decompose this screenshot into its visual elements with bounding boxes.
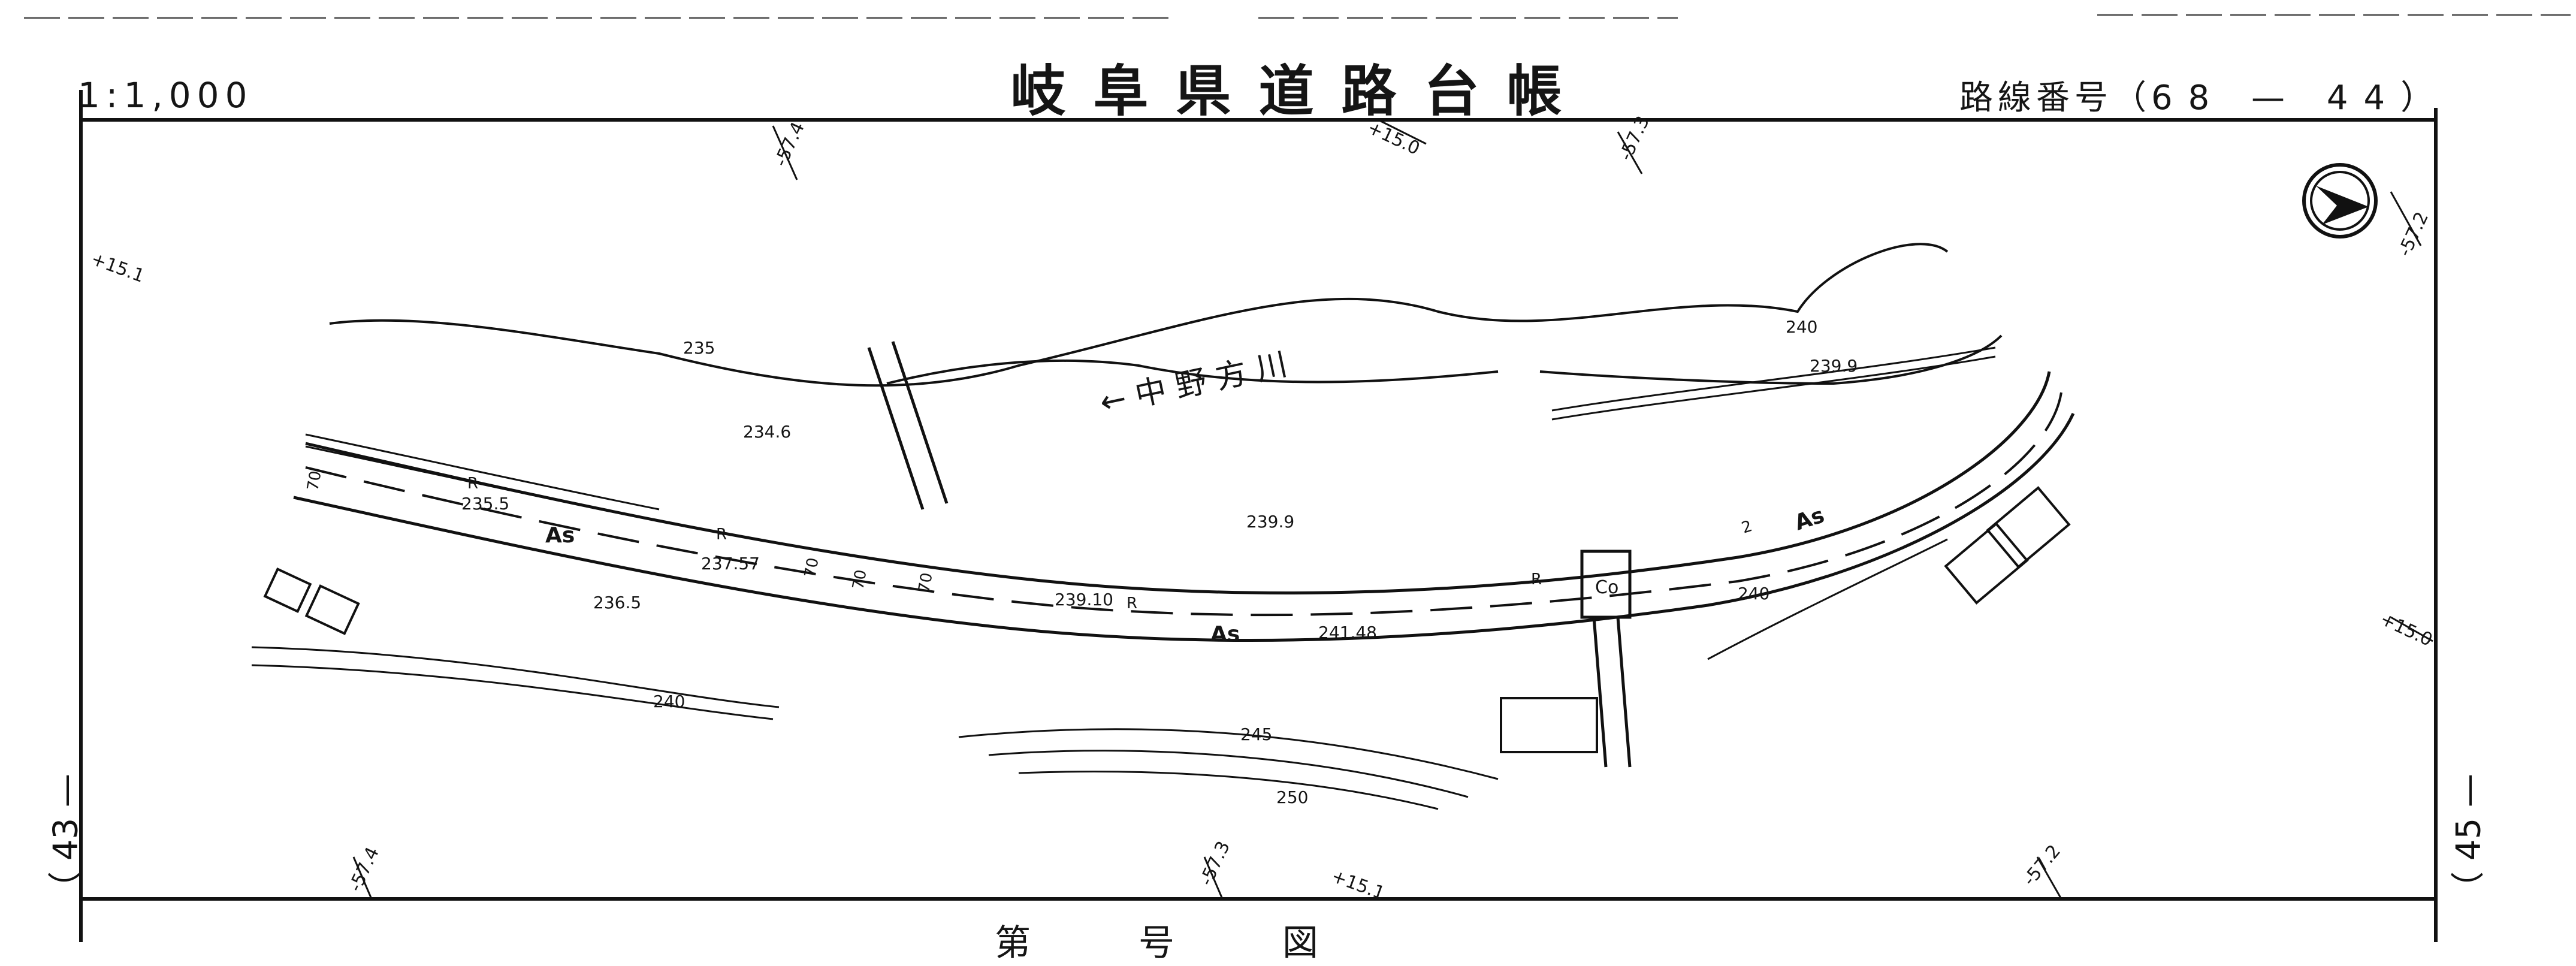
mark-label: 70 <box>801 556 822 579</box>
route-prefix: 路線番号（ <box>1959 79 2151 117</box>
map-frame <box>79 90 2438 942</box>
road-edges <box>293 371 2075 642</box>
surface-label: As <box>1210 622 1240 647</box>
grid-tick-label: -57.4 <box>345 844 384 895</box>
elevation-label: 239.9 <box>1246 512 1294 532</box>
mark-label: 70 <box>915 571 936 594</box>
surface-label: As <box>1792 503 1828 535</box>
grid-tick-marks <box>352 119 2433 899</box>
page-title: 岐阜県道路台帳 <box>1010 59 1590 123</box>
north-arrow-icon <box>2302 163 2378 239</box>
surface-label: As <box>545 523 575 548</box>
buildings <box>263 486 2071 753</box>
elevation-label: 236.5 <box>593 593 641 612</box>
adjacent-sheet-right: （ 45 — <box>2449 774 2489 905</box>
contour-label: 235 <box>683 338 715 358</box>
mark-label: R <box>1127 594 1137 612</box>
contour-lines <box>251 538 1948 810</box>
river-name-label: ← 中 野 方 川 <box>1097 346 1290 421</box>
grid-tick-label: -57.4 <box>771 119 810 170</box>
grid-tick-label: +15.1 <box>88 249 147 287</box>
river-banks <box>329 243 2003 387</box>
elevation-label: 235.5 <box>461 494 509 514</box>
mark-label: 2 <box>1740 517 1754 538</box>
elevation-label: 239.10 <box>1055 590 1113 609</box>
surface-label: Co <box>1595 577 1618 598</box>
contour-label: 245 <box>1240 725 1272 744</box>
mark-label: R <box>716 526 727 544</box>
grid-tick-label: -57.3 <box>1196 838 1235 889</box>
sidewalk-strip <box>305 346 1996 523</box>
mark-label: 70 <box>849 568 870 591</box>
mark-label: R <box>467 475 478 493</box>
contour-label: 250 <box>1276 787 1308 807</box>
grid-tick-label: +15.0 <box>2377 609 2436 651</box>
route-number: 路線番号（68 — 44） <box>1959 71 2439 119</box>
adjacent-sheet-left: （ 43 — <box>46 774 86 905</box>
route-suffix: ） <box>2400 79 2439 117</box>
figure-caption: 第 号 図 <box>995 922 1354 964</box>
map-scale: 1:1,000 <box>78 75 253 116</box>
road-ledger-map: ← 中 野 方 川 234.6 235.5 237.57 236.5 239.1… <box>24 14 2571 942</box>
grid-tick-label: -57.2 <box>2019 841 2065 890</box>
contour-label: 240 <box>1786 317 1817 337</box>
top-guide-line <box>24 14 2571 19</box>
elevation-label: 237.57 <box>701 554 760 573</box>
mark-label: R <box>1531 570 1542 588</box>
grid-tick-label: -57.2 <box>2394 209 2433 259</box>
mark-label: 70 <box>304 469 325 492</box>
bridge <box>867 341 1632 768</box>
contour-label: 240 <box>1738 584 1769 603</box>
route-number-value: 68 — 44 <box>2151 79 2401 117</box>
elevation-label: 234.6 <box>743 422 791 442</box>
contour-label: 240 <box>653 692 685 711</box>
elevation-label: 241.48 <box>1318 623 1377 642</box>
elevation-label: 239.9 <box>1810 356 1858 376</box>
